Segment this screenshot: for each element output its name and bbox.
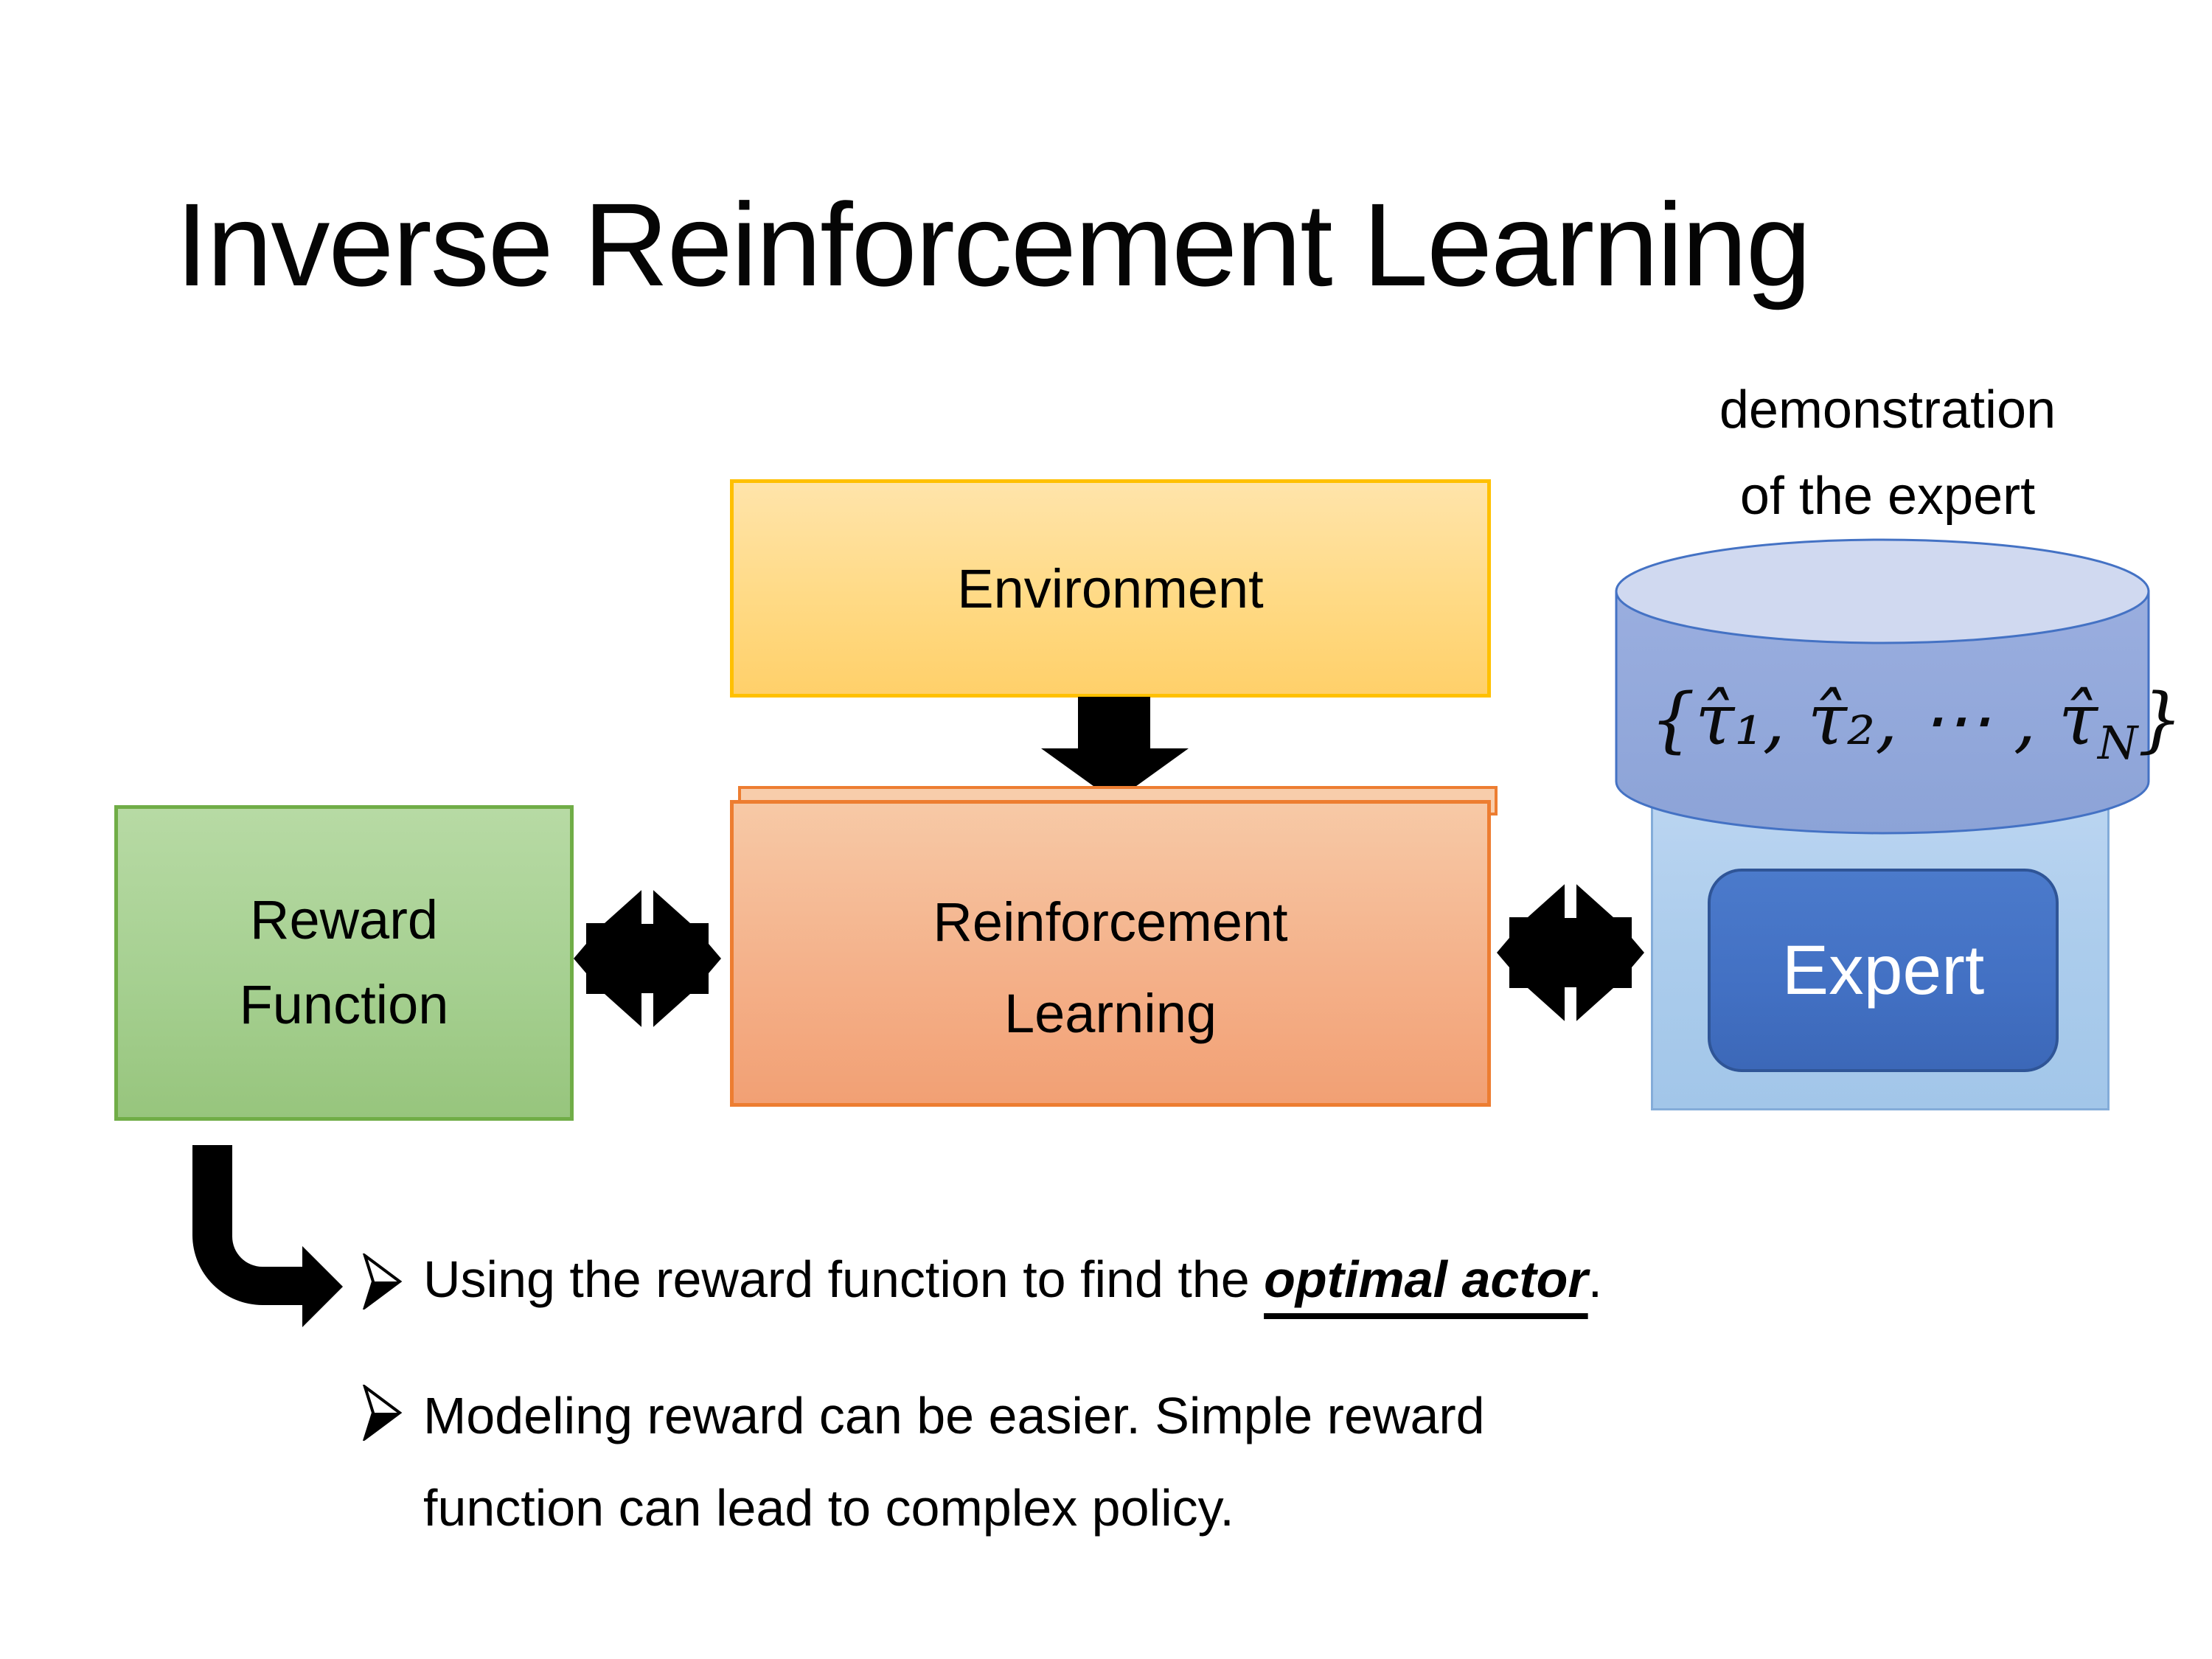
double-arrow-icon-left	[574, 885, 721, 1032]
down-arrow-icon	[1041, 697, 1189, 801]
math-suffix: }	[2138, 678, 2183, 761]
expert-box: Expert	[1708, 869, 2059, 1072]
expert-label: Expert	[1781, 931, 1985, 1009]
bullet-2-text: Modeling reward can be easier. Simple re…	[423, 1370, 1485, 1555]
reward-function-box: Reward Function	[114, 805, 574, 1121]
demonstration-label-line1: demonstration	[1719, 380, 2056, 439]
database-cylinder-icon	[1615, 538, 2150, 835]
reward-label-line2: Function	[239, 974, 449, 1035]
bullet-1-emphasis: optimal actor	[1264, 1251, 1588, 1308]
bullet-1-pre: Using the reward function to find the	[423, 1251, 1265, 1308]
demonstration-label: demonstration of the expert	[1607, 367, 2168, 539]
bullet-arrowhead-icon	[363, 1253, 403, 1310]
bullet-2-line2: function can lead to complex policy.	[423, 1479, 1234, 1537]
bullet-arrowhead-icon	[363, 1385, 403, 1441]
bullet-item-1: Using the reward function to find the op…	[363, 1248, 1602, 1312]
math-prefix: {τ̂₁, τ̂₂, ⋯ , τ̂	[1650, 678, 2098, 761]
bent-arrow-icon	[192, 1145, 343, 1327]
double-arrow-icon-right	[1497, 879, 1644, 1026]
reinforcement-learning-box: Reinforcement Learning	[730, 800, 1491, 1107]
bullet-2-line1: Modeling reward can be easier. Simple re…	[423, 1387, 1485, 1444]
rl-label-line2: Learning	[1004, 983, 1217, 1044]
reward-label-line1: Reward	[250, 889, 438, 951]
trajectory-set-math: {τ̂₁, τ̂₂, ⋯ , τ̂N}	[1650, 678, 2183, 770]
page-title: Inverse Reinforcement Learning	[175, 178, 1812, 310]
bullet-1-text: Using the reward function to find the op…	[423, 1248, 1602, 1312]
environment-label: Environment	[957, 557, 1264, 619]
bullet-1-post: .	[1587, 1251, 1603, 1308]
rl-label-line1: Reinforcement	[933, 891, 1288, 953]
math-subscript: N	[2097, 716, 2138, 771]
environment-box: Environment	[730, 479, 1491, 698]
demonstration-label-line2: of the expert	[1739, 466, 2036, 526]
bullet-item-2: Modeling reward can be easier. Simple re…	[363, 1370, 1485, 1555]
